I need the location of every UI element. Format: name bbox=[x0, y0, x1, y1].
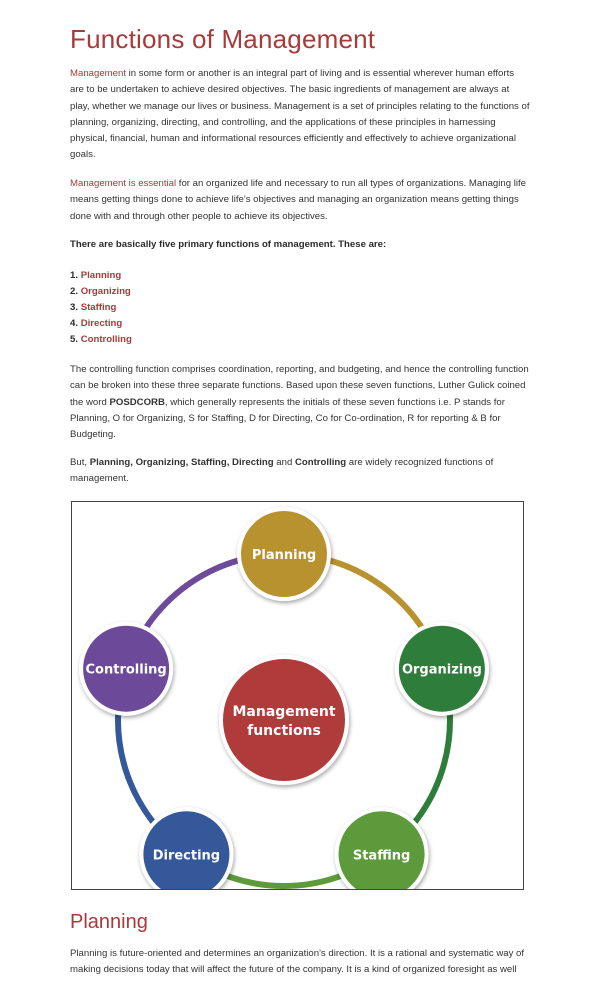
node-directing: Directing bbox=[139, 807, 234, 889]
list-item: 1. Planning bbox=[70, 270, 122, 281]
management-link[interactable]: Management bbox=[70, 68, 126, 79]
page-title: Functions of Management bbox=[70, 24, 376, 54]
node-label: Staffing bbox=[353, 848, 410, 863]
recognized-paragraph: But, Planning, Organizing, Staffing, Dir… bbox=[70, 457, 494, 485]
node-circle bbox=[394, 621, 489, 716]
center-node: Management functions bbox=[219, 655, 349, 785]
node-organizing: Organizing bbox=[394, 621, 489, 716]
node-controlling: Controlling bbox=[79, 621, 174, 716]
node-label: Controlling bbox=[86, 663, 167, 678]
list-item: 3. Staffing bbox=[70, 302, 117, 313]
node-circle bbox=[237, 507, 331, 601]
controlling-paragraph: The controlling function comprises coord… bbox=[70, 364, 529, 441]
list-item: 4. Directing bbox=[70, 318, 123, 329]
node-label: Organizing bbox=[402, 663, 482, 678]
node-staffing: Staffing bbox=[334, 807, 429, 889]
planning-link[interactable]: Planning bbox=[80, 270, 122, 281]
node-circle bbox=[139, 807, 234, 889]
essential-text: for an organized life and necessary to r… bbox=[70, 178, 526, 222]
node-label: Directing bbox=[153, 848, 220, 863]
staffing-link[interactable]: Staffing bbox=[80, 302, 117, 313]
intro-paragraph: Management in some form or another is an… bbox=[70, 66, 530, 164]
list-item: 5. Controlling bbox=[70, 334, 132, 345]
directing-link[interactable]: Directing bbox=[80, 318, 123, 329]
organizing-link[interactable]: Organizing bbox=[80, 286, 131, 297]
center-label-line1: Management bbox=[232, 704, 335, 720]
controlling-link[interactable]: Controlling bbox=[80, 334, 132, 345]
functions-list: 1. Planning 2. Organizing 3. Staffing 4.… bbox=[70, 268, 132, 348]
list-item: 2. Organizing bbox=[70, 286, 131, 297]
node-planning: Planning bbox=[237, 507, 331, 601]
node-circle bbox=[334, 807, 429, 889]
node-label: Planning bbox=[252, 548, 316, 563]
list-heading: There are basically five primary functio… bbox=[70, 239, 387, 250]
essential-paragraph: Management is essential for an organized… bbox=[70, 176, 530, 225]
node-circle bbox=[79, 621, 174, 716]
posdcorb-term: POSDCORB bbox=[109, 396, 165, 408]
planning-paragraph: Planning is future-oriented and determin… bbox=[70, 948, 525, 976]
intro-text: in some form or another is an integral p… bbox=[70, 68, 530, 161]
planning-heading: Planning bbox=[70, 911, 148, 933]
center-label-line2: functions bbox=[247, 723, 321, 739]
center-circle bbox=[219, 655, 349, 785]
management-essential-link[interactable]: Management is essential bbox=[70, 178, 177, 189]
